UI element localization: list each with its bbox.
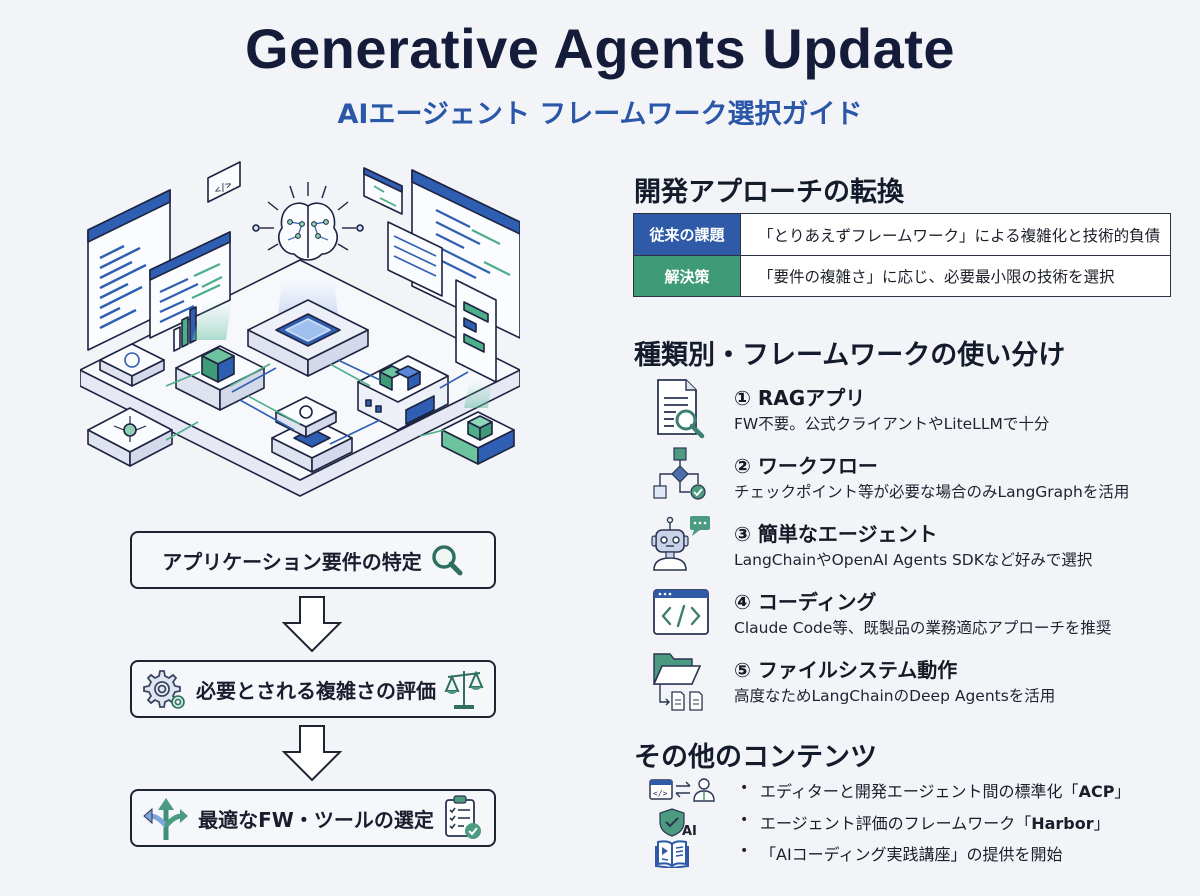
robot-chat-icon [651,516,710,571]
bar-chart [173,306,197,352]
scale-icon [444,670,484,709]
flow-step-3: 最適なFW・ツールの選定 [130,789,496,847]
code-window-right [411,169,520,339]
framework-title: ⑤ ファイルシステム動作 [734,658,958,682]
brain-icon [252,182,364,261]
section-heading-approach: 開発アプローチの転換 [634,177,904,208]
table-row: 解決策 「要件の複雑さ」に応じ、必要最小限の技術を選択 [634,255,1170,296]
document-search-icon [657,379,705,439]
framework-title: ② ワークフロー [734,454,878,478]
ai-platform-illustration: </> [80,161,520,497]
down-arrow-icon [282,596,342,653]
other-item-text: エージェント評価のフレームワーク「Harbor」 [760,814,1110,833]
row-key-problem: 従来の課題 [634,214,741,255]
bullet-icon: • [740,843,749,859]
other-item-text: 「AIコーディング実践講座」の提供を開始 [760,845,1063,864]
framework-desc: Claude Code等、既製品の業務適応アプローチを推奨 [734,619,1112,637]
other-item-course: • 「AIコーディング実践講座」の提供を開始 [648,838,1188,868]
row-value-problem: 「とりあえずフレームワーク」による複雑化と技術的負債 [741,214,1170,255]
framework-desc: FW不要。公式クライアントやLiteLLMで十分 [734,415,1050,433]
down-arrow-icon [282,725,342,782]
flow-step-1: アプリケーション要件の特定 [130,531,496,589]
framework-desc: 高度なためLangChainのDeep Agentsを活用 [734,687,1056,705]
svg-text:AI: AI [682,824,697,837]
flow-step-label: 必要とされる複雑さの評価 [196,678,436,703]
bullet-icon: • [740,812,749,828]
other-item-harbor: AI • エージェント評価のフレームワーク「Harbor」 [648,807,1188,837]
folder-files-icon [652,653,703,711]
framework-item-workflow: ② ワークフロー チェックポイント等が必要な場合のみLangGraphを活用 [650,446,1190,510]
shield-check-ai-icon: AI [659,808,697,837]
flow-step-2: 必要とされる複雑さの評価 [130,660,496,718]
flowchart-icon [653,447,706,500]
checklist-icon [444,795,481,839]
code-window-front [149,231,231,339]
code-window-icon [653,589,709,635]
other-item-acp: </> • エディターと開発エージェント間の標準化「ACP」 [648,775,1188,805]
other-item-text: エディターと開発エージェント間の標準化「ACP」 [760,782,1131,801]
code-exchange-user-icon: </> [649,778,715,802]
framework-title: ① RAGアプリ [734,386,866,410]
open-book-video-icon [655,840,689,868]
row-value-solution: 「要件の複雑さ」に応じ、必要最小限の技術を選択 [741,256,1170,296]
framework-item-rag: ① RAGアプリ FW不要。公式クライアントやLiteLLMで十分 [650,378,1190,442]
row-key-solution: 解決策 [634,256,741,296]
magnifier-icon [432,545,463,576]
section-heading-others: その他のコンテンツ [634,742,877,773]
framework-title: ④ コーディング [734,590,877,614]
flow-step-label: アプリケーション要件の特定 [162,549,422,574]
page-subtitle: AIエージェント フレームワーク選択ガイド [337,99,863,130]
framework-item-simple-agent: ③ 簡単なエージェント LangChainやOpenAI Agents SDKな… [650,514,1190,578]
page-title: Generative Agents Update [244,17,956,80]
flow-step-label: 最適なFW・ツールの選定 [198,807,434,832]
framework-desc: LangChainやOpenAI Agents SDKなど好みで選択 [734,551,1093,569]
gears-icon [143,670,185,709]
svg-text:</>: </> [653,789,668,798]
central-processor [247,299,369,377]
framework-desc: チェックポイント等が必要な場合のみLangGraphを活用 [734,483,1130,501]
approach-table: 従来の課題 「とりあえずフレームワーク」による複雑化と技術的負債 解決策 「要件… [633,213,1171,297]
branching-arrows-icon [143,798,189,840]
table-row: 従来の課題 「とりあえずフレームワーク」による複雑化と技術的負債 [634,214,1170,255]
framework-item-coding: ④ コーディング Claude Code等、既製品の業務適応アプローチを推奨 [650,582,1190,646]
bullet-icon: • [740,780,749,796]
framework-title: ③ 簡単なエージェント [734,522,938,546]
framework-item-filesystem: ⑤ ファイルシステム動作 高度なためLangChainのDeep Agentsを… [650,650,1190,714]
section-heading-frameworks: 種類別・フレームワークの使い分け [634,340,1066,371]
